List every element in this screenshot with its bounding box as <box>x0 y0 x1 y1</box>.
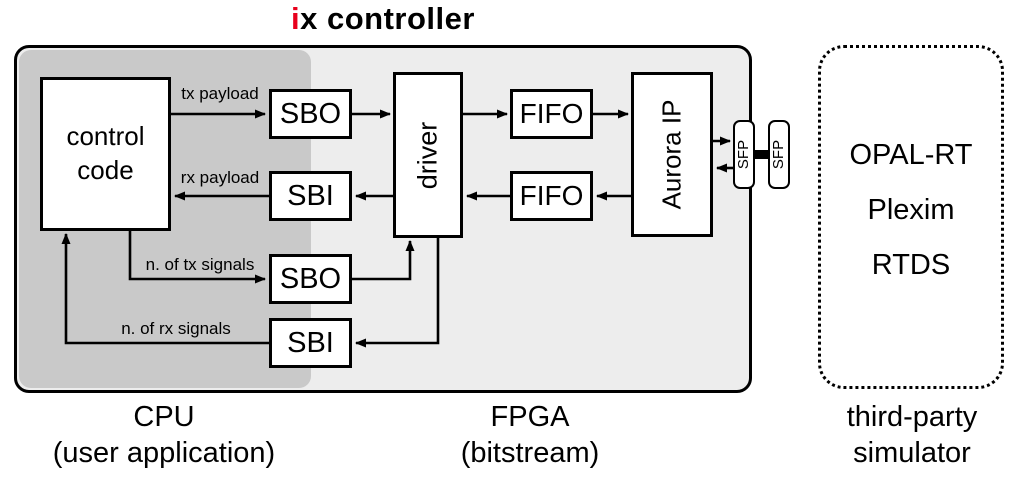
title-rest: x controller <box>300 1 475 36</box>
fifo-tx-block: FIFO <box>510 89 593 139</box>
sbo-tx-block: SBO <box>269 89 352 139</box>
rx-payload-label: rx payload <box>180 168 260 187</box>
aurora-ip-label: Aurora IP <box>656 99 687 210</box>
driver-label: driver <box>412 121 443 189</box>
simulator-caption-line1: third-party <box>846 401 978 433</box>
sfp-right-label: SFP <box>770 139 788 170</box>
simulator-caption: third-party simulator <box>814 399 1010 471</box>
cpu-caption-line1: CPU <box>133 401 195 433</box>
fiber-link <box>752 150 772 159</box>
simulator-plexim: Plexim <box>867 193 955 226</box>
sbi-rx-block: SBI <box>269 171 352 221</box>
sbo-ntx-label: SBO <box>279 262 342 295</box>
sfp-left-block: SFP <box>733 120 755 189</box>
aurora-ip-block: Aurora IP <box>631 72 713 237</box>
sbo-tx-label: SBO <box>279 97 342 130</box>
cpu-caption-line2: (user application) <box>52 437 276 469</box>
simulator-caption-line2: simulator <box>853 437 971 469</box>
tx-payload-label: tx payload <box>181 84 259 103</box>
sbi-nrx-block: SBI <box>269 318 352 368</box>
diagram-title: ix controller <box>14 1 752 37</box>
third-party-simulator-box: OPAL-RT Plexim RTDS <box>818 45 1004 389</box>
sbi-nrx-label: SBI <box>287 326 334 359</box>
fifo-rx-block: FIFO <box>510 171 593 221</box>
fpga-caption-line2: (bitstream) <box>460 437 600 469</box>
sfp-left-label: SFP <box>735 139 753 170</box>
fifo-rx-label: FIFO <box>519 180 584 211</box>
control-code-block: control code <box>40 77 171 231</box>
fpga-caption-line1: FPGA <box>490 401 570 433</box>
cpu-caption: CPU (user application) <box>14 399 314 471</box>
simulator-opal-rt: OPAL-RT <box>849 138 973 171</box>
sfp-right-block: SFP <box>768 120 790 189</box>
fifo-tx-label: FIFO <box>519 98 584 129</box>
n-of-tx-signals-label: n. of tx signals <box>145 255 255 274</box>
title-accent-letter: i <box>291 1 301 36</box>
sbo-ntx-block: SBO <box>269 254 352 304</box>
simulator-rtds: RTDS <box>871 248 951 281</box>
fpga-caption: FPGA (bitstream) <box>314 399 746 471</box>
driver-block: driver <box>393 72 463 238</box>
n-of-rx-signals-label: n. of rx signals <box>121 319 231 338</box>
control-code-label: control code <box>66 121 145 185</box>
sbi-rx-label: SBI <box>287 179 334 212</box>
